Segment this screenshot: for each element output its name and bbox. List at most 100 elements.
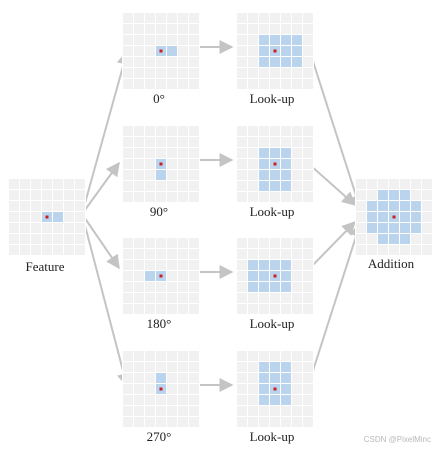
- sampled-cell: [400, 234, 410, 244]
- grid-cell: [178, 304, 188, 314]
- sampled-cell: [281, 282, 291, 292]
- grid-cell: [178, 249, 188, 259]
- grid-cell: [134, 238, 144, 248]
- grid-cell: [145, 260, 155, 270]
- grid-cell: [189, 68, 199, 78]
- grid-cell: [189, 271, 199, 281]
- grid-cell: [292, 373, 302, 383]
- grid-cell: [178, 24, 188, 34]
- grid-cell: [123, 57, 133, 67]
- sampled-cell: [270, 395, 280, 405]
- grid-cell: [123, 46, 133, 56]
- grid-cell: [303, 126, 313, 136]
- grid-cell: [303, 137, 313, 147]
- grid-cell: [75, 201, 85, 211]
- grid-cell: [167, 260, 177, 270]
- grid-cell: [389, 179, 399, 189]
- grid-cell: [237, 395, 247, 405]
- grid-cell: [167, 249, 177, 259]
- grid-cell: [134, 406, 144, 416]
- grid-cell: [292, 238, 302, 248]
- grid-cell: [303, 170, 313, 180]
- grid-cell: [167, 79, 177, 89]
- grid-cell: [145, 282, 155, 292]
- grid-cell: [178, 293, 188, 303]
- grid-cell: [134, 351, 144, 361]
- label-lookup-90: Look-up: [249, 204, 295, 219]
- grid-cell: [134, 57, 144, 67]
- grid-cell: [367, 245, 377, 255]
- grid-cell: [123, 159, 133, 169]
- grid-cell: [356, 201, 366, 211]
- grid-cell: [123, 304, 133, 314]
- grid-cell: [75, 190, 85, 200]
- grid-cell: [9, 223, 19, 233]
- grid-cell: [292, 148, 302, 158]
- grid-cell: [145, 362, 155, 372]
- grid-cell: [281, 13, 291, 23]
- sampled-cell: [259, 148, 269, 158]
- label-rot90: 90°: [149, 204, 169, 219]
- grid-cell: [281, 68, 291, 78]
- grid-cell: [259, 126, 269, 136]
- grid-cell: [123, 417, 133, 427]
- grid-cell: [123, 384, 133, 394]
- grid-cell: [167, 238, 177, 248]
- grid-cell: [134, 35, 144, 45]
- grid-rot270: [122, 350, 200, 428]
- grid-lookup180: [236, 237, 314, 315]
- grid-cell: [145, 395, 155, 405]
- grid-cell: [281, 24, 291, 34]
- sampled-cell: [259, 46, 269, 56]
- grid-cell: [259, 238, 269, 248]
- sampled-cell: [281, 159, 291, 169]
- grid-cell: [248, 304, 258, 314]
- grid-cell: [53, 179, 63, 189]
- grid-cell: [248, 238, 258, 248]
- grid-cell: [259, 293, 269, 303]
- grid-cell: [270, 293, 280, 303]
- sampled-cell: [281, 271, 291, 281]
- sampled-cell: [259, 260, 269, 270]
- sampled-cell: [259, 170, 269, 180]
- grid-cell: [123, 351, 133, 361]
- grid-cell: [178, 417, 188, 427]
- grid-cell: [20, 190, 30, 200]
- grid-cell: [422, 245, 432, 255]
- grid-cell: [9, 179, 19, 189]
- grid-cell: [292, 13, 302, 23]
- grid-cell: [123, 282, 133, 292]
- grid-cell: [189, 395, 199, 405]
- grid-cell: [367, 179, 377, 189]
- grid-cell: [281, 417, 291, 427]
- sampled-cell: [259, 362, 269, 372]
- label-lookup-0: Look-up: [249, 91, 295, 106]
- grid-cell: [178, 384, 188, 394]
- grid-cell: [167, 406, 177, 416]
- arrow-lookup270-to-addition: [309, 222, 363, 381]
- grid-cell: [237, 373, 247, 383]
- sampled-cell: [270, 373, 280, 383]
- grid-cell: [303, 68, 313, 78]
- grid-cell: [281, 192, 291, 202]
- label-feature: Feature: [25, 259, 65, 274]
- grid-cell: [53, 223, 63, 233]
- label-rot270: 270°: [146, 429, 172, 444]
- grid-cell: [134, 148, 144, 158]
- sampled-cell: [281, 46, 291, 56]
- grid-lookup0: [236, 12, 314, 90]
- grid-cell: [167, 351, 177, 361]
- grid-cell: [178, 181, 188, 191]
- center-dot: [273, 162, 277, 166]
- grid-cell: [64, 212, 74, 222]
- grid-cell: [411, 245, 421, 255]
- grid-cell: [123, 373, 133, 383]
- grid-cell: [53, 190, 63, 200]
- grid-cell: [167, 181, 177, 191]
- grid-cell: [248, 68, 258, 78]
- grid-cell: [292, 384, 302, 394]
- grid-cell: [303, 192, 313, 202]
- sampled-cell: [292, 46, 302, 56]
- grid-cell: [248, 373, 258, 383]
- grid-cell: [178, 148, 188, 158]
